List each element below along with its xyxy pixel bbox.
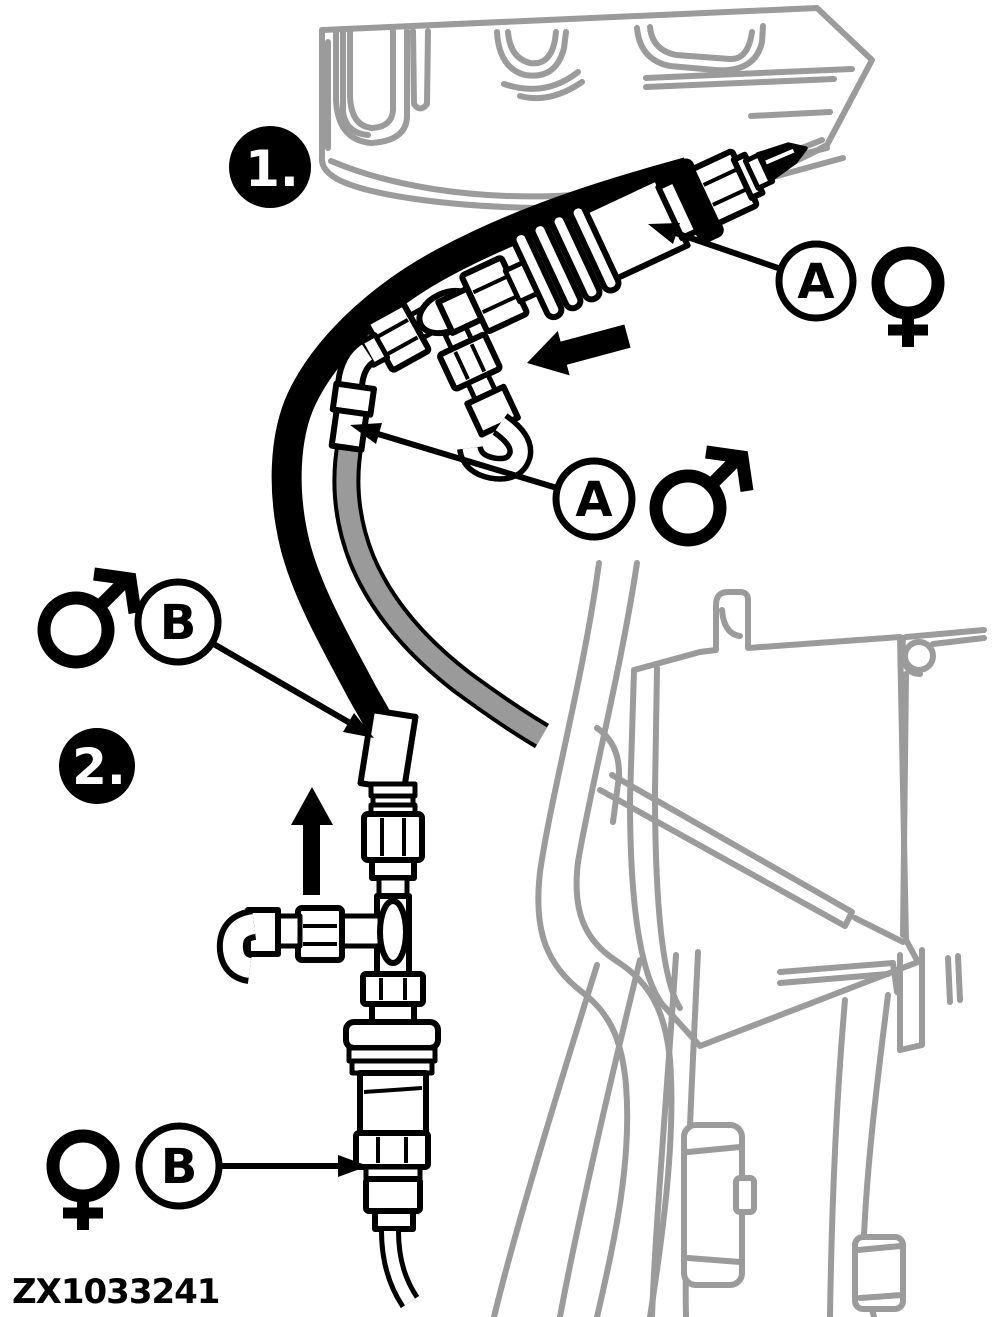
callout-b-lower-label: B xyxy=(161,1139,198,1195)
step-2-badge: 2. xyxy=(59,728,135,804)
callout-b-upper: B xyxy=(134,578,222,666)
callout-a-upper: A xyxy=(775,240,857,322)
callout-a-upper-label: A xyxy=(797,254,834,310)
male-icon xyxy=(37,567,142,669)
step-1-badge: 1. xyxy=(229,126,311,208)
lower-coupler-assembly xyxy=(216,707,441,1309)
background-machinery xyxy=(491,560,987,1317)
hose-clamp-a xyxy=(328,380,377,453)
upper-coupler-assembly xyxy=(435,142,808,336)
callout-a-lower: A xyxy=(552,457,636,541)
tee-fitting-lower xyxy=(216,898,409,984)
direction-arrow-up xyxy=(291,787,333,895)
callout-b-upper-label: B xyxy=(160,595,197,651)
leader-a-upper xyxy=(669,228,782,272)
direction-arrow-left xyxy=(527,324,631,376)
female-icon xyxy=(46,1129,120,1230)
male-icon xyxy=(649,445,754,547)
female-icon xyxy=(871,246,945,347)
figure-code: ZX1033241 xyxy=(12,1272,219,1312)
step-1-label: 1. xyxy=(245,140,299,198)
callout-b-lower: B xyxy=(135,1122,223,1210)
step-2-label: 2. xyxy=(72,738,126,796)
callout-a-lower-label: A xyxy=(575,472,612,528)
leader-b-upper xyxy=(210,640,352,726)
gray-hose xyxy=(332,439,550,749)
panel-outline xyxy=(627,589,921,1049)
tee-fitting-upper xyxy=(328,287,534,482)
leader-lines xyxy=(210,223,782,1177)
leader-a-lower xyxy=(377,431,558,491)
black-hose xyxy=(271,157,692,746)
